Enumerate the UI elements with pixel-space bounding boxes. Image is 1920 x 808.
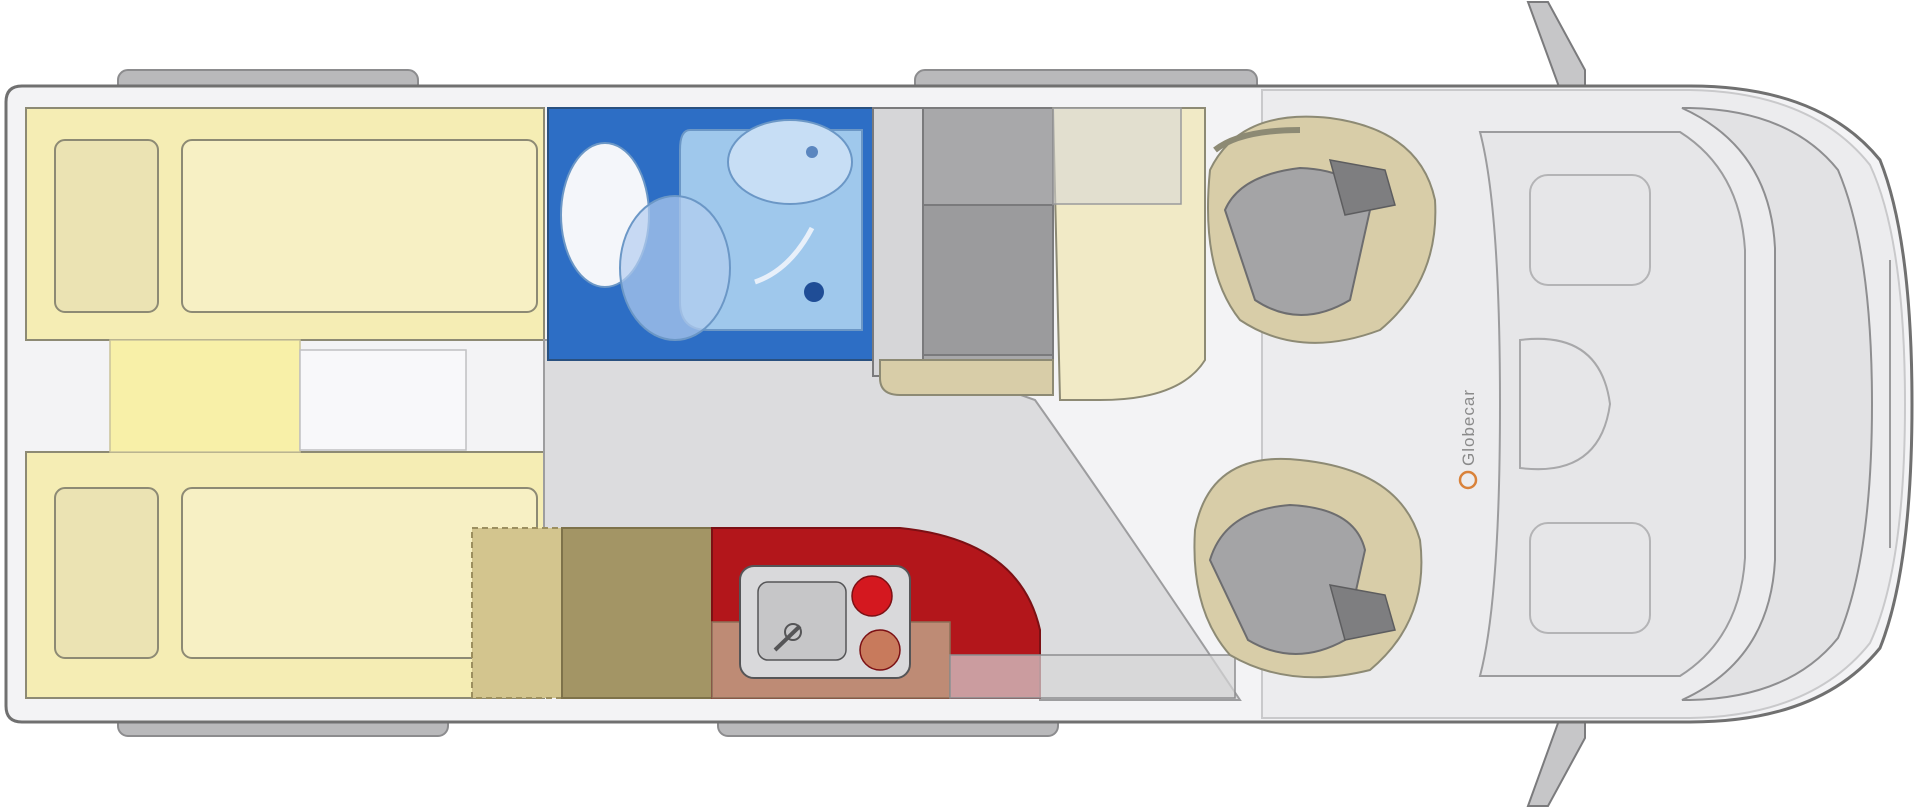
bed-step xyxy=(109,339,301,453)
shower-drain xyxy=(804,282,824,302)
stove-burner-1 xyxy=(851,575,893,617)
sink-drain xyxy=(784,623,802,641)
mirror-top xyxy=(1526,1,1586,96)
stove-burner-2 xyxy=(859,629,901,671)
dashboard xyxy=(1478,107,1891,701)
driver-seat xyxy=(1207,115,1437,344)
console-rect-2 xyxy=(1529,522,1651,634)
rear-bed-cushion-top xyxy=(181,139,538,313)
passenger-headrest xyxy=(1328,584,1396,641)
globe-icon xyxy=(1458,470,1478,490)
dinette-cushion xyxy=(879,359,1054,396)
passenger-seat-cushion xyxy=(1208,503,1367,655)
shower-curtain xyxy=(619,195,731,341)
table-edge xyxy=(1052,107,1182,205)
dinette xyxy=(872,107,1206,401)
console-rect xyxy=(1529,174,1651,286)
mirrors xyxy=(1526,1,1586,807)
kitchen-cabinet-left xyxy=(471,527,563,699)
washbasin xyxy=(727,119,853,205)
dashboard-panel xyxy=(1478,131,1746,677)
brand-logo-text: Globecar xyxy=(1459,389,1478,466)
sink-basin xyxy=(757,581,847,661)
bathroom xyxy=(547,107,874,361)
rear-beds xyxy=(25,107,545,699)
rear-bed-headrest-bottom xyxy=(54,487,159,659)
steering-area xyxy=(1519,337,1612,471)
rear-bed-headrest-top xyxy=(54,139,159,313)
fridge xyxy=(949,654,1236,699)
cab-seats xyxy=(1193,115,1437,679)
driver-armrest xyxy=(1213,127,1301,153)
basin-drain xyxy=(806,146,818,158)
kitchen xyxy=(471,527,1236,699)
brand-logo: Globecar xyxy=(1458,389,1478,490)
dinette-seat-lower xyxy=(922,204,1054,356)
shower-door-arrow xyxy=(754,226,815,285)
sink-tap xyxy=(773,624,802,652)
kitchen-cabinet xyxy=(561,527,713,699)
passenger-seat xyxy=(1193,457,1423,679)
bed-gap xyxy=(299,349,467,451)
driver-headrest xyxy=(1328,159,1396,216)
wardrobe xyxy=(872,107,924,377)
windshield xyxy=(1681,107,1874,701)
mirror-bottom xyxy=(1526,711,1586,807)
